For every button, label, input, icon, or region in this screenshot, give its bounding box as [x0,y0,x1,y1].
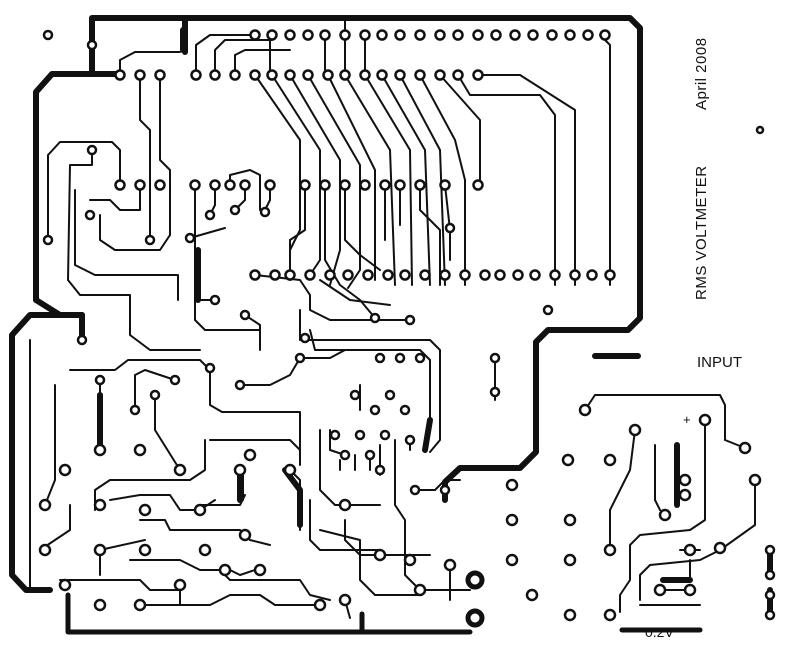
copper-traces [9,15,773,635]
polarity-plus-label: + [683,412,691,427]
input-label: INPUT [697,354,742,371]
board-date: April 2008 [693,37,710,110]
board-title: RMS VOLTMETER [693,165,710,300]
range-label: 0.2V [645,624,674,640]
solder-pads [38,29,776,628]
